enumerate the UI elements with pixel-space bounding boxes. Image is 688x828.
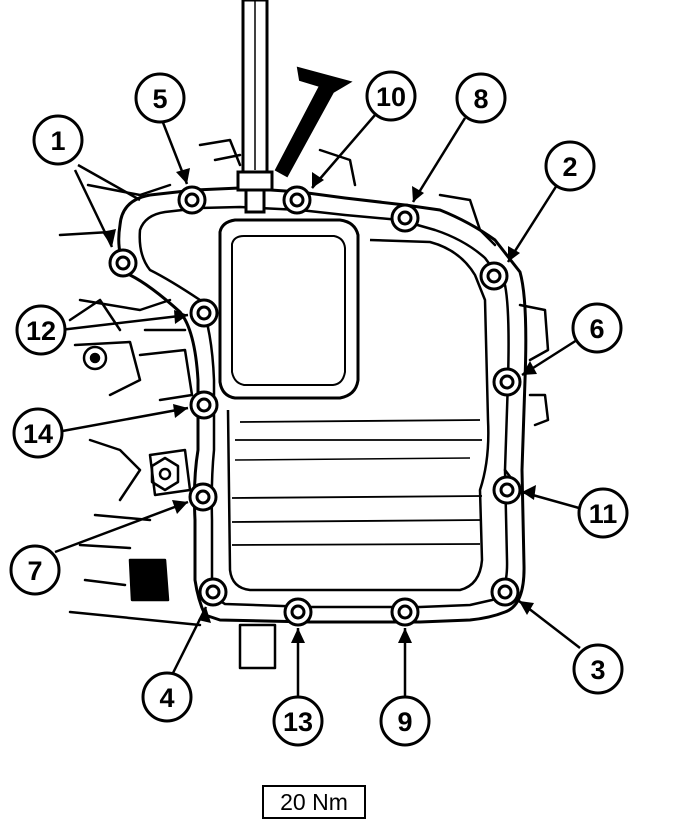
callout-label-4: 4	[159, 683, 174, 713]
callout-label-13: 13	[283, 707, 313, 737]
bolt-10	[282, 185, 312, 215]
callout-label-9: 9	[397, 707, 412, 737]
bolt-3	[490, 577, 520, 607]
bolt-14	[189, 390, 219, 420]
callout-label-10: 10	[376, 82, 406, 112]
callout-3	[572, 643, 624, 695]
transmission-housing-sketch	[58, 138, 550, 670]
bolt-6	[492, 367, 522, 397]
callout-numbers: 1 5 10 8 2 6 11 3 9 13 4 7 14 12	[23, 82, 617, 737]
callout-4	[141, 671, 193, 723]
bolt-11	[492, 475, 522, 505]
callout-13	[272, 695, 324, 747]
callout-label-6: 6	[589, 314, 604, 344]
callout-12	[15, 304, 67, 356]
callout-label-7: 7	[27, 556, 42, 586]
pan-bolts	[108, 185, 522, 627]
callout-6	[571, 302, 623, 354]
bolt-9	[390, 597, 420, 627]
bolt-12	[189, 298, 219, 328]
callout-2	[544, 140, 596, 192]
dipstick-tube	[236, 0, 274, 214]
callout-label-3: 3	[590, 655, 605, 685]
bolt-1	[108, 248, 138, 278]
bolt-4	[198, 577, 228, 607]
callout-label-1: 1	[50, 126, 65, 156]
callout-label-8: 8	[473, 84, 488, 114]
bolt-8	[390, 203, 420, 233]
bolt-2	[479, 261, 509, 291]
callout-label-12: 12	[26, 316, 56, 346]
callout-label-14: 14	[23, 419, 53, 449]
callout-7	[9, 544, 61, 596]
callout-11	[577, 487, 629, 539]
bolt-7	[188, 482, 218, 512]
filler-arrow	[274, 66, 353, 178]
oil-pan	[117, 186, 528, 624]
callout-14	[12, 407, 64, 459]
callout-label-5: 5	[152, 84, 167, 114]
callout-1	[32, 114, 84, 166]
callout-5	[134, 72, 186, 124]
callout-10	[365, 70, 417, 122]
bolt-5	[177, 185, 207, 215]
callout-label-2: 2	[562, 152, 577, 182]
callout-circles	[9, 70, 629, 747]
callout-9	[379, 695, 431, 747]
arrowheads	[102, 168, 537, 643]
callout-label-11: 11	[589, 499, 618, 529]
bolt-13	[283, 597, 313, 627]
torque-spec-label: 20 Nm	[262, 785, 366, 819]
callout-8	[455, 72, 507, 124]
